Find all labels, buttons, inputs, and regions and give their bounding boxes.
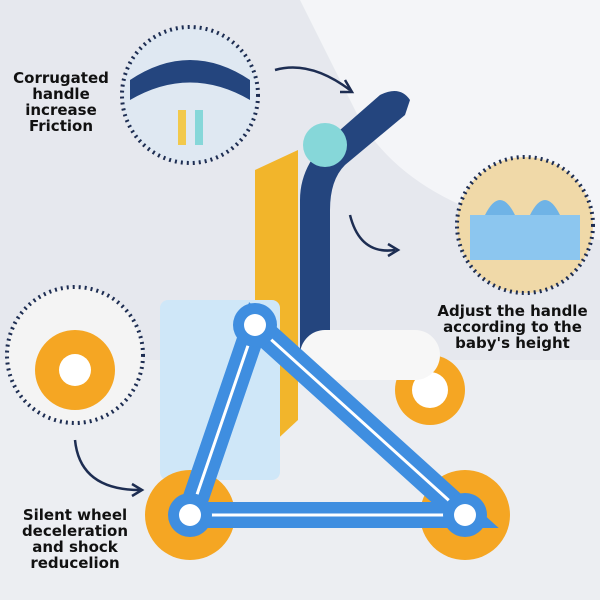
caption-line: according to the: [443, 318, 582, 336]
callout-adjust-text: Adjust the handle according to the baby'…: [425, 303, 600, 351]
rear-frame: [300, 330, 440, 380]
callout-adjust-detail: [455, 155, 595, 295]
callout-wheel-text: Silent wheel deceleration and shock redu…: [5, 507, 145, 571]
arrow-icon: [274, 66, 351, 92]
caption-line: Corrugated: [13, 69, 109, 87]
caption-line: handle: [32, 85, 90, 103]
caption-line: and shock: [32, 538, 118, 556]
caption-line: deceleration: [21, 522, 129, 540]
caption-line: increase: [25, 101, 97, 119]
callout-handle-text: Corrugated handle increase Friction: [2, 70, 120, 134]
arrow-icon: [73, 439, 141, 492]
caption-line: Adjust the handle: [437, 302, 588, 320]
caption-line: baby's height: [455, 334, 570, 352]
handle-knob: [303, 123, 347, 167]
arrow-icon: [348, 214, 396, 252]
callout-handle-detail: [120, 25, 260, 165]
arrows: [73, 66, 401, 498]
callout-wheel-detail: [5, 285, 145, 425]
caption-line: Friction: [28, 117, 93, 135]
caption-line: Silent wheel: [22, 506, 128, 524]
caption-line: reducelion: [30, 554, 120, 572]
